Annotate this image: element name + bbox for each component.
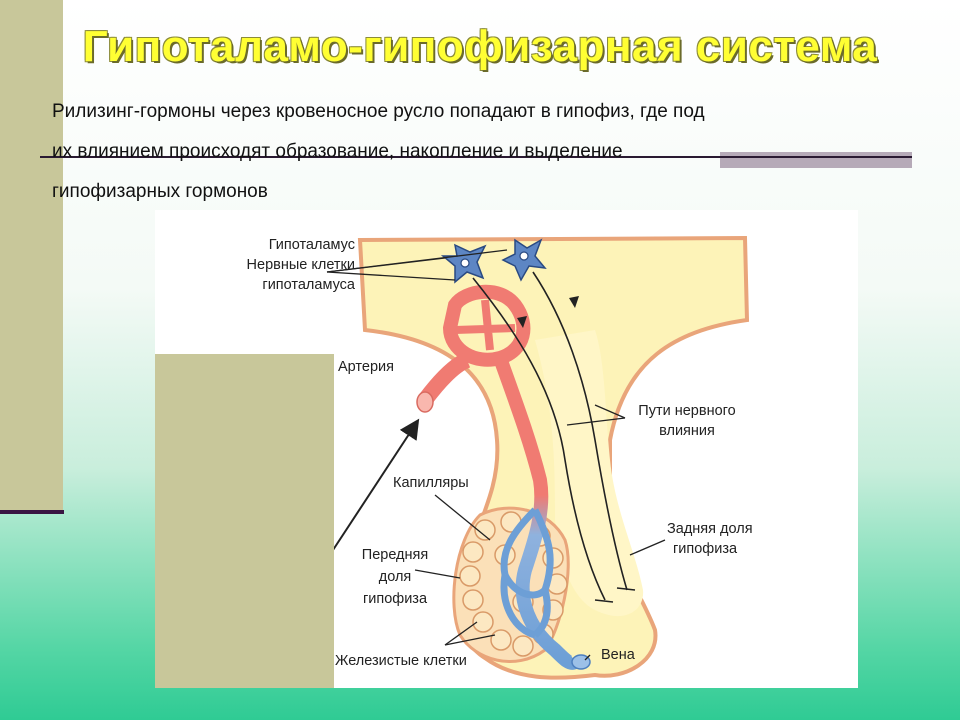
label-vein: Вена: [601, 647, 635, 663]
label-posterior-2: гипофиза: [673, 541, 738, 557]
side-decor-bar: [0, 0, 63, 512]
label-nerve-paths-2: влияния: [659, 423, 715, 439]
slide-text-line-1: Рилизинг-гормоны через кровеносное русло…: [52, 101, 705, 122]
slide-text-line-2: их влиянием происходят образование, нако…: [52, 141, 623, 162]
overlay-decor-box: [155, 354, 334, 688]
label-nerve-cells-1: Нервные клетки: [246, 257, 355, 273]
side-decor-line: [0, 510, 64, 514]
artery-inner: [454, 299, 516, 351]
capillary-network: [500, 507, 554, 639]
label-anterior-2: доля: [378, 569, 412, 585]
artery-arrow: [332, 418, 420, 551]
label-artery: Артерия: [338, 359, 394, 375]
label-capillaries: Капилляры: [393, 475, 469, 491]
nerve-axons: [472, 271, 636, 603]
slide-title: Гипоталамо-гипофизарная система: [82, 22, 878, 71]
portal-vessel: [493, 355, 579, 670]
neuron-2: [501, 238, 547, 282]
artery-opening: [416, 391, 434, 413]
slide-text-line-3: гипофизарных гормонов: [52, 181, 268, 202]
slide-text: Рилизинг-гормоны через кровеносное русло…: [52, 92, 912, 212]
vein-opening: [571, 654, 591, 670]
label-posterior-1: Задняя доля: [667, 521, 753, 537]
label-hypothalamus: Гипоталамус: [268, 237, 355, 253]
nerve-arrows: [517, 296, 579, 328]
label-nerve-cells-2: гипоталамуса: [262, 277, 355, 293]
label-anterior-3: гипофиза: [362, 591, 428, 607]
label-glandular-cells: Железистые клетки: [335, 653, 467, 669]
diagram-drawing: [326, 235, 750, 680]
label-nerve-paths-1: Пути нервного: [638, 403, 736, 419]
leader-lines: [326, 249, 666, 661]
top-decor-line: [40, 156, 912, 158]
label-anterior-1: Передняя: [361, 547, 429, 563]
